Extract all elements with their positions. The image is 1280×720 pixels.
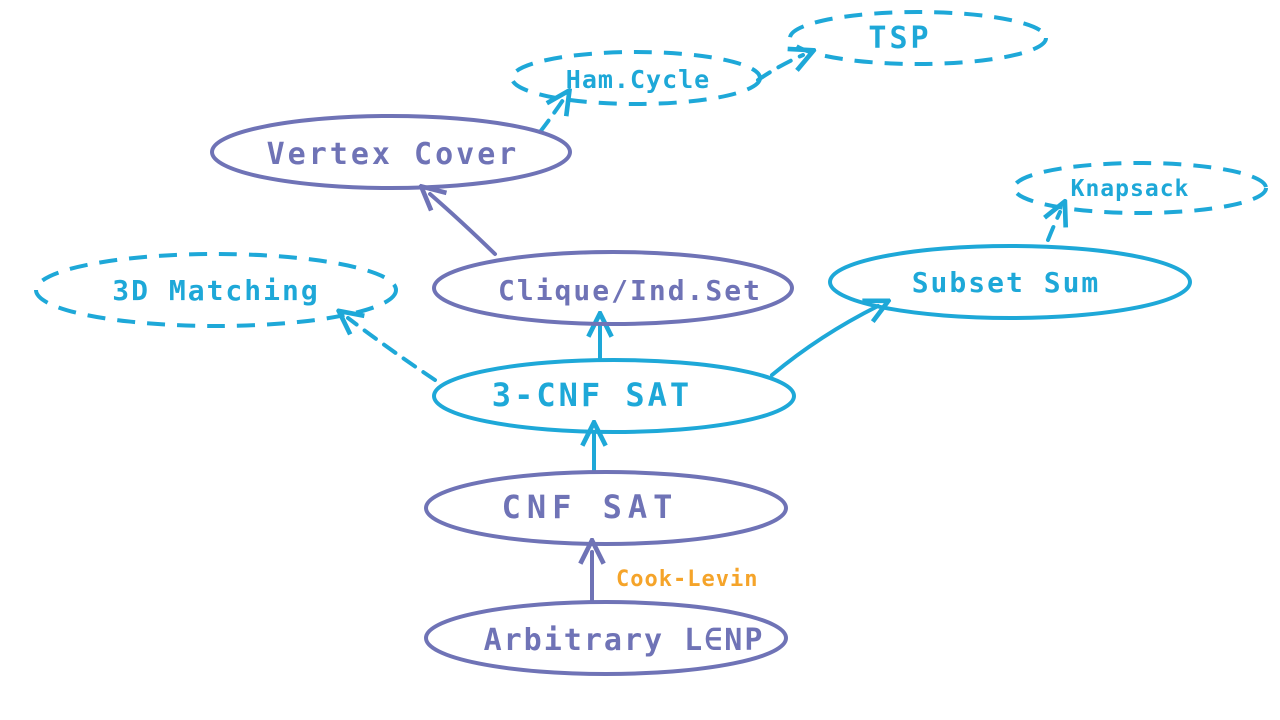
edge-3cnf-sat-to-subset-sum [770,306,878,377]
node-label-tsp: TSP [868,21,931,56]
edge-label-cook-levin: Cook-Levin [616,567,758,592]
node-label-3cnf-sat: 3-CNF SAT [492,376,692,414]
node-subset-sum: Subset Sum [828,244,1192,320]
node-label-arbitrary: Arbitrary L∈NP [484,623,765,658]
node-label-knapsack: Knapsack [1071,176,1190,202]
node-3cnf-sat: 3-CNF SAT [432,358,796,434]
edge-clique-to-vertex-cover [430,194,497,256]
edge-ham-cycle-to-tsp [756,55,803,82]
edge-3cnf-sat-to-3d-matching [348,318,437,382]
node-ham-cycle: Ham.Cycle [510,50,762,106]
node-cnf-sat: CNF SAT [424,470,788,546]
nodes: TSP Ham.Cycle Vertex Cover Knapsack 3D M… [34,10,1268,676]
edge-vertex-cover-to-ham-cycle [538,100,563,134]
node-label-3d-matching: 3D Matching [112,274,319,307]
node-tsp: TSP [788,10,1048,66]
node-label-cnf-sat: CNF SAT [502,488,679,526]
node-label-subset-sum: Subset Sum [912,266,1101,299]
node-label-clique: Clique/Ind.Set [498,274,762,307]
node-vertex-cover: Vertex Cover [210,114,572,190]
node-arbitrary: Arbitrary L∈NP [424,600,788,676]
edges [348,55,1060,602]
node-label-vertex-cover: Vertex Cover [267,137,520,172]
node-3d-matching: 3D Matching [34,252,398,328]
node-clique: Clique/Ind.Set [432,250,794,326]
node-knapsack: Knapsack [1012,161,1268,215]
edge-subset-sum-to-knapsack [1048,212,1060,242]
node-label-ham-cycle: Ham.Cycle [566,65,710,94]
